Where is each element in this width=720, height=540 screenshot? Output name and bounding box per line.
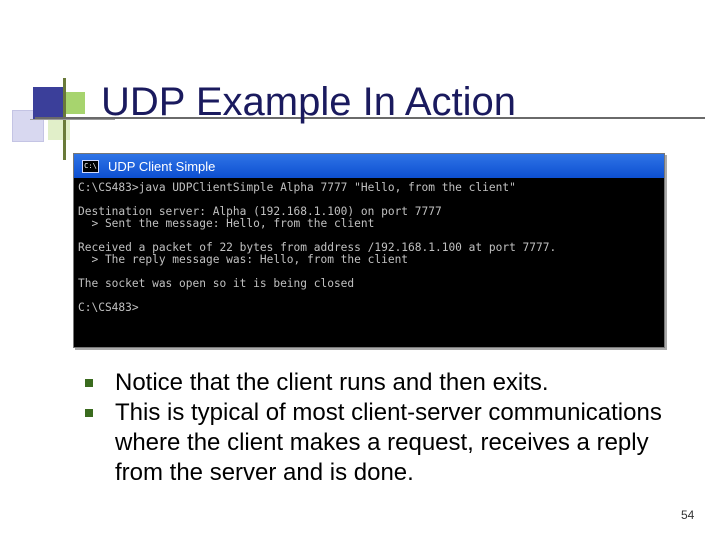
console-line: > The reply message was: Hello, from the… bbox=[78, 253, 409, 266]
title-underline-accent bbox=[30, 119, 115, 120]
title-underline bbox=[35, 117, 705, 119]
console-line: The socket was open so it is being close… bbox=[78, 277, 355, 290]
console-line: C:\CS483> bbox=[78, 301, 139, 314]
logo-square-pale-green bbox=[48, 118, 70, 140]
bullet-list: Notice that the client runs and then exi… bbox=[85, 368, 695, 488]
console-line bbox=[78, 290, 664, 302]
console-icon: C:\ bbox=[82, 159, 99, 173]
console-output: C:\CS483>java UDPClientSimple Alpha 7777… bbox=[74, 178, 664, 314]
bullet-item: This is typical of most client-server co… bbox=[85, 398, 695, 488]
console-window: C:\ UDP Client Simple C:\CS483>java UDPC… bbox=[73, 153, 665, 348]
bullet-text: This is typical of most client-server co… bbox=[115, 399, 662, 486]
console-title: UDP Client Simple bbox=[108, 158, 216, 174]
page-number: 54 bbox=[681, 508, 695, 522]
console-line: > Sent the message: Hello, from the clie… bbox=[78, 217, 375, 230]
console-line: C:\CS483>java UDPClientSimple Alpha 7777… bbox=[78, 181, 516, 194]
slide-logo bbox=[0, 0, 100, 160]
console-line: Destination server: Alpha (192.168.1.100… bbox=[78, 205, 442, 218]
bullet-square-icon bbox=[85, 409, 93, 417]
slide-title: UDP Example In Action bbox=[101, 80, 517, 124]
console-titlebar[interactable]: C:\ UDP Client Simple bbox=[74, 154, 664, 178]
bullet-item: Notice that the client runs and then exi… bbox=[85, 368, 695, 398]
logo-square-dark bbox=[33, 87, 65, 119]
logo-square-green bbox=[63, 92, 85, 114]
console-line: Received a packet of 22 bytes from addre… bbox=[78, 241, 557, 254]
bullet-text: Notice that the client runs and then exi… bbox=[115, 369, 549, 396]
bullet-square-icon bbox=[85, 379, 93, 387]
